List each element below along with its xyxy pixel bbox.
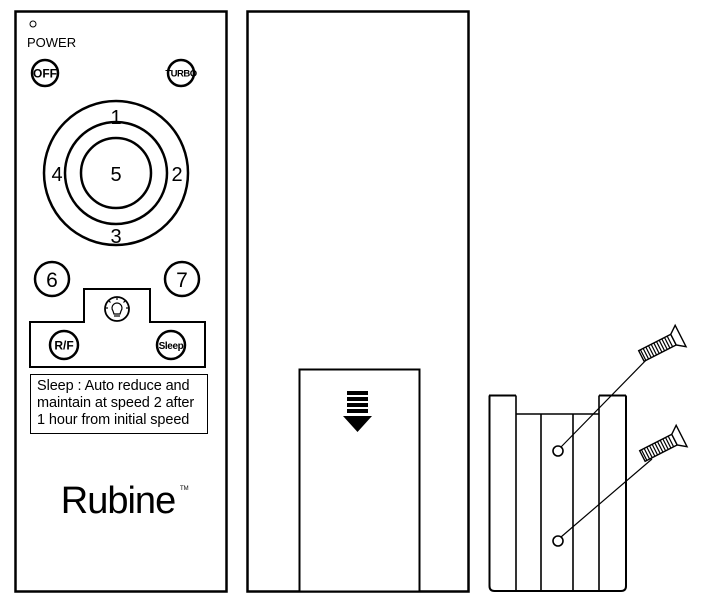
screw-hole-top bbox=[552, 445, 564, 457]
sleep-button-label: Sleep bbox=[159, 341, 184, 352]
speed-7-button[interactable]: 7 bbox=[163, 260, 201, 298]
turbo-button[interactable]: TURBO bbox=[165, 58, 197, 88]
sleep-note-box: Sleep : Auto reduce and maintain at spee… bbox=[30, 374, 208, 434]
speed-6-label: 6 bbox=[46, 269, 58, 292]
wall-holder bbox=[488, 394, 627, 592]
screw-icon bbox=[637, 323, 688, 363]
leader-line-top bbox=[560, 352, 654, 448]
speed-4-button[interactable]: 4 bbox=[51, 164, 62, 186]
screw-hole-bottom bbox=[552, 535, 564, 547]
speed-1-button[interactable]: 1 bbox=[110, 107, 121, 129]
speed-6-button[interactable]: 6 bbox=[33, 260, 71, 298]
leader-line-bottom bbox=[560, 458, 653, 538]
speed-2-button[interactable]: 2 bbox=[171, 164, 182, 186]
rf-button[interactable]: R/F bbox=[48, 329, 80, 361]
turbo-button-label: TURBO bbox=[165, 69, 196, 80]
screw-icon bbox=[638, 423, 689, 463]
off-button[interactable]: OFF bbox=[30, 58, 60, 88]
brand-logo: Rubine bbox=[61, 480, 175, 522]
sleep-note-line: 1 hour from initial speed bbox=[37, 412, 190, 428]
speed-5-button[interactable] bbox=[79, 136, 153, 210]
rf-button-label: R/F bbox=[54, 339, 73, 353]
power-label: POWER bbox=[27, 35, 76, 50]
off-button-label: OFF bbox=[33, 67, 57, 81]
sleep-note-line: maintain at speed 2 after bbox=[37, 395, 195, 411]
speed-3-button[interactable]: 3 bbox=[110, 226, 121, 248]
sleep-button[interactable]: Sleep bbox=[155, 329, 187, 361]
speed-dial: 1 2 3 4 5 bbox=[42, 99, 190, 248]
speed-5-label: 5 bbox=[110, 164, 121, 186]
light-bulb-icon[interactable] bbox=[104, 296, 130, 322]
sleep-note-line: Sleep : Auto reduce and bbox=[37, 378, 190, 394]
battery-slide-arrow-icon bbox=[343, 391, 372, 432]
trademark-mark: TM bbox=[180, 486, 189, 492]
battery-cover bbox=[298, 368, 421, 593]
speed-7-label: 7 bbox=[176, 269, 188, 292]
power-led-icon bbox=[29, 20, 37, 28]
